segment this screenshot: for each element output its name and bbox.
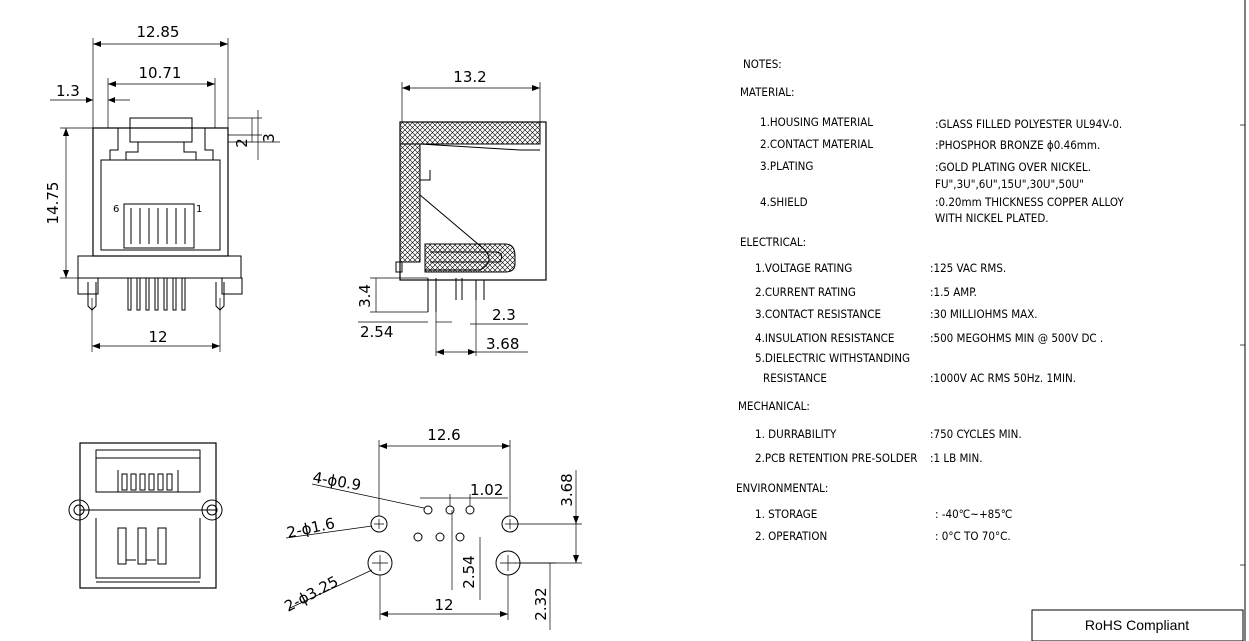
dim-10-71: 10.71 [139, 64, 182, 82]
pin-label-1: 1 [196, 204, 202, 215]
dim-2: 2 [233, 138, 251, 148]
mechanical-item-label: 2.PCB RETENTION PRE-SOLDER [755, 451, 917, 465]
electrical-item-label: 3.CONTACT RESISTANCE [755, 307, 881, 321]
electrical-item-label: 5.DIELECTRIC WITHSTANDING [755, 351, 910, 365]
pin-label-6: 6 [113, 204, 119, 215]
dim-1-02: 1.02 [470, 481, 503, 499]
pcb-layout: 12.6 4-ϕ0.9 2-ϕ1.6 2-ϕ3.25 1.02 3.68 2.5… [281, 426, 582, 630]
dim-3-68-side: 3.68 [486, 335, 519, 353]
electrical-item-label: 2.CURRENT RATING [755, 285, 856, 299]
material-item-value: :PHOSPHOR BRONZE ϕ0.46mm. [935, 138, 1100, 152]
mechanical-item-value: :1 LB MIN. [930, 451, 983, 465]
dim-3: 3 [260, 133, 278, 143]
material-item-value-2: FU",3U",6U",15U",30U",50U" [935, 177, 1084, 191]
dim-12-pcb: 12 [434, 596, 453, 614]
dim-2-phi-3-25: 2-ϕ3.25 [281, 572, 341, 615]
electrical-heading: ELECTRICAL: [740, 235, 806, 249]
environmental-heading: ENVIRONMENTAL: [736, 481, 828, 495]
electrical-item-label: 1.VOLTAGE RATING [755, 261, 852, 275]
dim-2-54-side: 2.54 [360, 323, 393, 341]
electrical-item-value: :1000V AC RMS 50Hz. 1MIN. [930, 371, 1076, 385]
material-item-label: 3.PLATING [760, 159, 813, 173]
environmental-item-label: 2. OPERATION [755, 529, 827, 543]
electrical-item-label: 4.INSULATION RESISTANCE [755, 331, 894, 345]
dim-14-75: 14.75 [44, 182, 62, 225]
material-item-value: :GLASS FILLED POLYESTER UL94V-0. [935, 117, 1122, 131]
dim-2-54-pcb: 2.54 [460, 555, 478, 588]
back-contacts [121, 473, 173, 491]
dim-3-68-pcb: 3.68 [558, 473, 576, 506]
rohs-badge: RoHS Compliant [1031, 609, 1244, 641]
environmental-item-value: : -40℃~+85℃ [935, 507, 1012, 521]
dim-1-3: 1.3 [56, 82, 80, 100]
front-pins [87, 277, 225, 311]
front-view: 6 1 12.85 10.71 [44, 23, 280, 352]
mechanical-heading: MECHANICAL: [738, 399, 810, 413]
material-item-label: 1.HOUSING MATERIAL [760, 115, 873, 129]
material-item-label: 2.CONTACT MATERIAL [760, 137, 873, 151]
dim-2-phi-1-6: 2-ϕ1.6 [285, 514, 336, 542]
dim-2-32: 2.32 [532, 587, 550, 620]
dim-13-2: 13.2 [453, 68, 486, 86]
electrical-item-value: :125 VAC RMS. [930, 261, 1006, 275]
back-view [68, 442, 223, 589]
material-heading: MATERIAL: [740, 85, 795, 99]
material-item-value: :0.20mm THICKNESS COPPER ALLOY [935, 195, 1124, 209]
electrical-item-label-2: RESISTANCE [763, 371, 827, 385]
notes-title: NOTES: [743, 57, 782, 71]
dim-4-phi-0-9: 4-ϕ0.9 [311, 468, 362, 494]
dim-2-3: 2.3 [492, 306, 516, 324]
side-view: 13.2 3.4 2.54 2.3 3.68 [356, 68, 547, 356]
material-item-value-2: WITH NICKEL PLATED. [935, 211, 1049, 225]
dim-12-front: 12 [148, 328, 167, 346]
material-item-label: 4.SHIELD [760, 195, 808, 209]
dim-12-85: 12.85 [137, 23, 180, 41]
notes-block: NOTES: MATERIAL: 1.HOUSING MATERIAL :GLA… [736, 57, 1124, 543]
electrical-item-value: :30 MILLIOHMS MAX. [930, 307, 1038, 321]
electrical-item-value: :1.5 AMP. [930, 285, 977, 299]
material-item-value: :GOLD PLATING OVER NICKEL. [935, 160, 1091, 174]
mechanical-item-value: :750 CYCLES MIN. [930, 427, 1022, 441]
rohs-label: RoHS Compliant [1085, 617, 1189, 633]
electrical-item-value: :500 MEGOHMS MIN @ 500V DC . [930, 331, 1103, 345]
sheet-border [1240, 0, 1246, 641]
environmental-item-value: : 0°C TO 70°C. [935, 529, 1011, 543]
front-contacts [123, 203, 195, 249]
dim-12-6: 12.6 [427, 426, 460, 444]
dim-3-4: 3.4 [356, 284, 374, 308]
environmental-item-label: 1. STORAGE [755, 507, 817, 521]
mechanical-item-label: 1. DURRABILITY [755, 427, 837, 441]
